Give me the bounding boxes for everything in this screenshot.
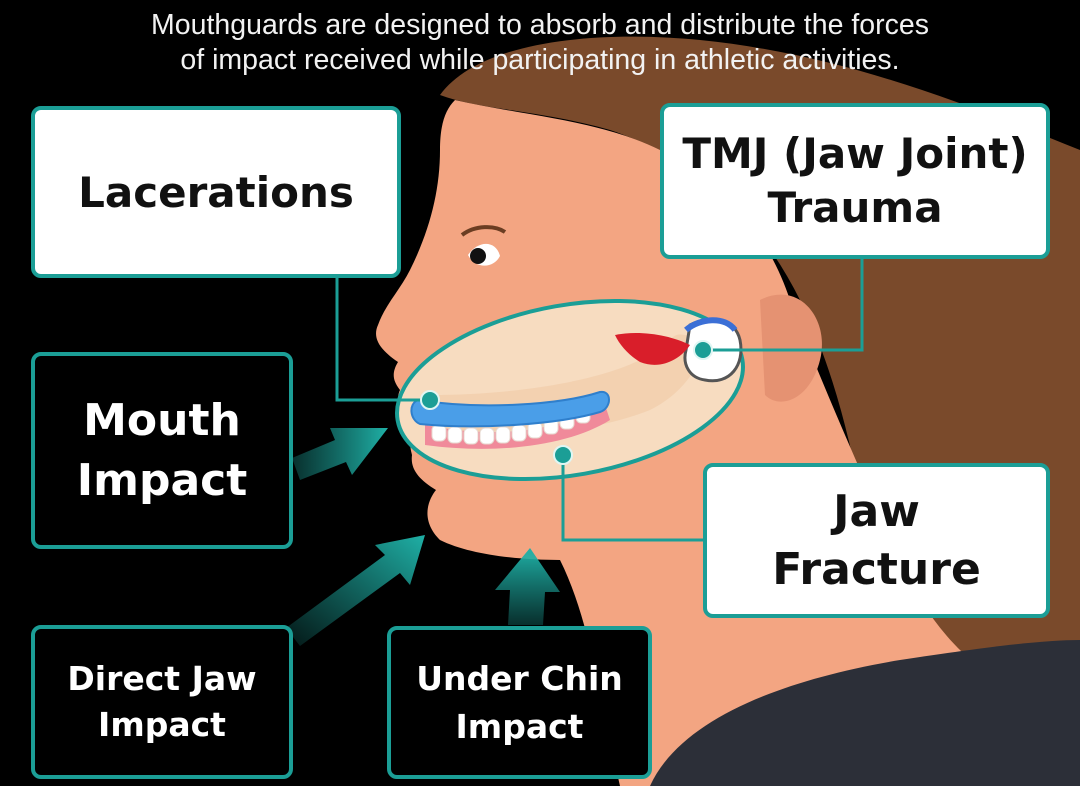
lacerations-box: Lacerations	[31, 106, 401, 278]
mouth-impact-label: Mouth Impact	[76, 394, 248, 506]
under-chin-impact-box: Under Chin Impact	[387, 626, 652, 779]
direct-jaw-impact-label: Direct Jaw Impact	[67, 659, 257, 744]
jaw-fracture-label: Jaw Fracture	[772, 485, 981, 595]
ear	[760, 294, 822, 402]
header-text: Mouthguards are designed to absorb and d…	[40, 8, 1040, 78]
mouth-impact-box: Mouth Impact	[31, 352, 293, 549]
direct-jaw-impact-box: Direct Jaw Impact	[31, 625, 293, 779]
tmj-trauma-label: TMJ (Jaw Joint) Trauma	[682, 129, 1028, 232]
shirt	[650, 640, 1080, 786]
under-chin-impact-label: Under Chin Impact	[416, 658, 623, 746]
connector-dots	[420, 340, 713, 465]
mouthguard	[410, 390, 610, 428]
tmj-disc	[684, 317, 738, 333]
header-line-1: Mouthguards are designed to absorb and d…	[151, 9, 929, 41]
connector-lines	[335, 258, 864, 542]
under-chin-impact-arrow	[495, 548, 560, 625]
lacerations-label: Lacerations	[78, 167, 354, 217]
direct-jaw-impact-arrow	[286, 535, 425, 646]
header-line-2: of impact received while participating i…	[180, 44, 900, 76]
mouth-impact-arrow	[292, 428, 388, 480]
jaw-fracture-box: Jaw Fracture	[703, 463, 1050, 618]
tmj-trauma-box: TMJ (Jaw Joint) Trauma	[660, 103, 1050, 259]
tmj-trauma	[615, 333, 690, 365]
